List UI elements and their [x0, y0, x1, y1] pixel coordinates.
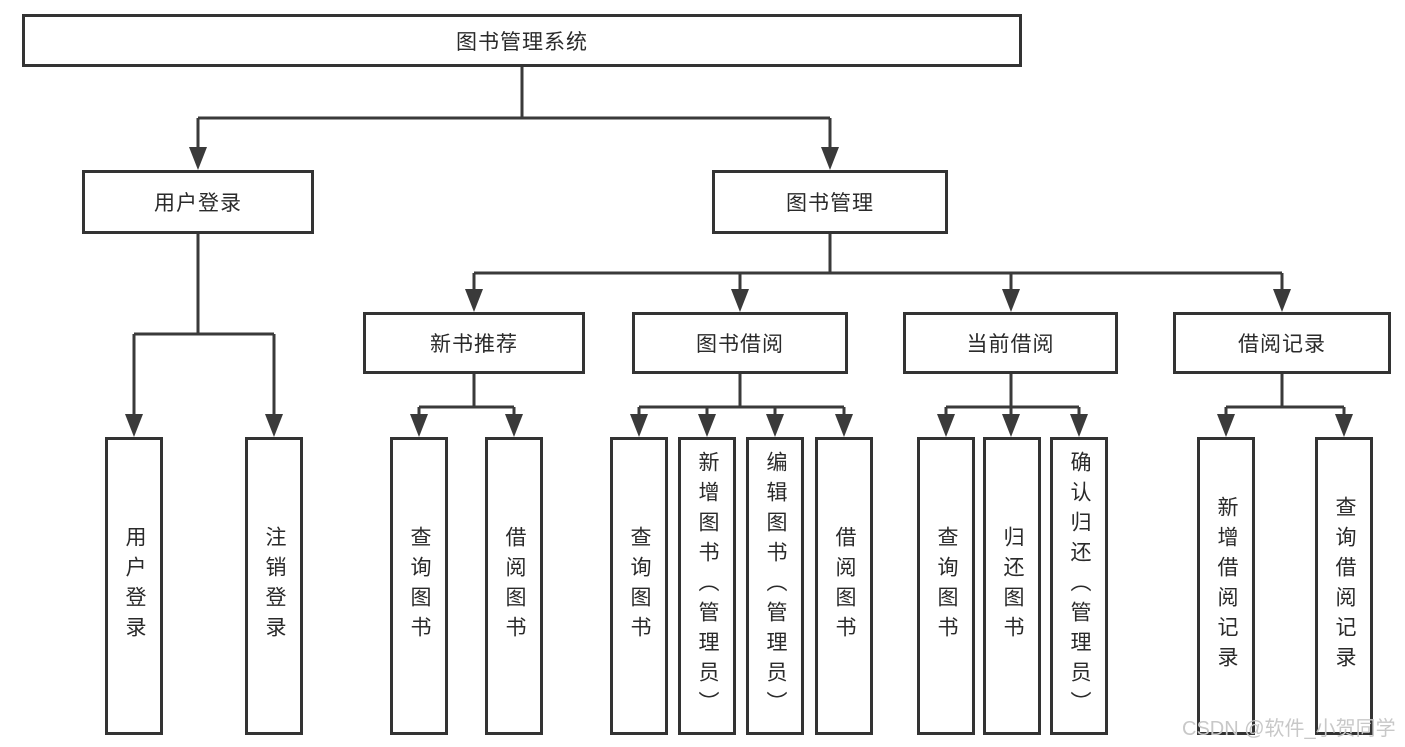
node-new-book-recommend: 新书推荐 — [363, 312, 585, 374]
leaf-label: 借阅图书 — [503, 526, 526, 646]
arrowhead — [465, 289, 483, 312]
connector-current-borrow — [944, 374, 1081, 418]
leaf-query-borrow-record: 查询借阅记录 — [1315, 437, 1373, 735]
arrowhead — [731, 289, 749, 312]
arrowhead — [125, 414, 143, 437]
connector-user-login — [132, 234, 276, 418]
arrowhead — [937, 414, 955, 437]
leaf-label: 新增图书（管理员） — [696, 451, 719, 721]
leaf-label: 归还图书 — [1001, 526, 1024, 646]
leaf-edit-book-admin: 编辑图书（管理员） — [746, 437, 804, 735]
leaf-label: 新增借阅记录 — [1215, 496, 1238, 676]
connector-borrow-records — [1224, 374, 1346, 418]
leaf-label: 查询图书 — [408, 526, 431, 646]
arrowhead — [189, 147, 207, 170]
leaf-label: 注销登录 — [263, 526, 286, 646]
arrowhead — [505, 414, 523, 437]
leaf-confirm-return-admin: 确认归还（管理员） — [1050, 437, 1108, 735]
leaf-query-books: 查询图书 — [610, 437, 668, 735]
node-borrowing-records: 借阅记录 — [1173, 312, 1391, 374]
arrowhead — [1002, 414, 1020, 437]
connector-book-borrow — [637, 374, 846, 418]
leaf-logout: 注销登录 — [245, 437, 303, 735]
leaf-return-books: 归还图书 — [983, 437, 1041, 735]
leaf-label: 借阅图书 — [833, 526, 856, 646]
arrowhead — [1217, 414, 1235, 437]
arrowhead — [410, 414, 428, 437]
arrowhead — [1335, 414, 1353, 437]
leaf-label: 查询图书 — [628, 526, 651, 646]
connector-root — [196, 67, 832, 152]
connector-new-book — [417, 374, 516, 418]
leaf-query-books: 查询图书 — [917, 437, 975, 735]
csdn-watermark: CSDN @软件_小贺同学 — [1182, 718, 1396, 740]
leaf-add-borrow-record: 新增借阅记录 — [1197, 437, 1255, 735]
node-current-borrowing: 当前借阅 — [903, 312, 1118, 374]
leaf-borrow-books: 借阅图书 — [815, 437, 873, 735]
leaf-label: 用户登录 — [123, 526, 146, 646]
arrowhead — [821, 147, 839, 170]
arrowhead — [835, 414, 853, 437]
leaf-borrow-books: 借阅图书 — [485, 437, 543, 735]
arrowhead — [1002, 289, 1020, 312]
node-library-management-system: 图书管理系统 — [22, 14, 1022, 67]
node-book-management: 图书管理 — [712, 170, 948, 234]
leaf-label: 确认归还（管理员） — [1068, 451, 1091, 721]
leaf-label: 查询借阅记录 — [1333, 496, 1356, 676]
leaf-query-books: 查询图书 — [390, 437, 448, 735]
leaf-user-login: 用户登录 — [105, 437, 163, 735]
arrowhead — [1070, 414, 1088, 437]
leaf-label: 查询图书 — [935, 526, 958, 646]
leaf-add-book-admin: 新增图书（管理员） — [678, 437, 736, 735]
arrowhead — [265, 414, 283, 437]
node-user-login-group: 用户登录 — [82, 170, 314, 234]
arrowhead — [698, 414, 716, 437]
arrowhead — [1273, 289, 1291, 312]
arrowhead — [630, 414, 648, 437]
leaf-label: 编辑图书（管理员） — [764, 451, 787, 721]
arrowhead — [766, 414, 784, 437]
node-book-borrowing: 图书借阅 — [632, 312, 848, 374]
connector-book-mgmt — [472, 234, 1284, 294]
